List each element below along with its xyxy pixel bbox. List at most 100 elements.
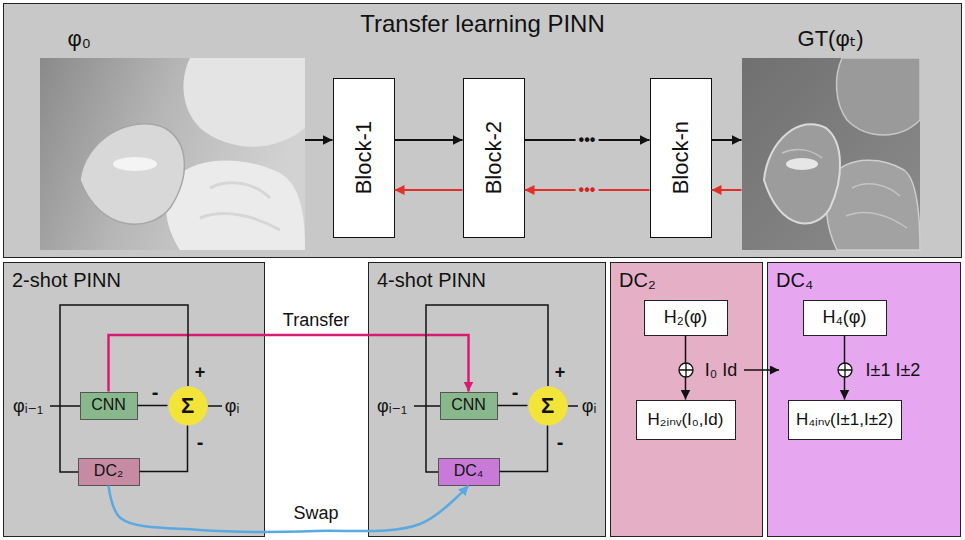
connector xyxy=(138,405,168,407)
panel-title: 4-shot PINN xyxy=(377,269,486,292)
connector xyxy=(498,405,528,407)
adder-cross xyxy=(838,363,852,377)
connector-label: ••• xyxy=(576,181,599,199)
seed-detail xyxy=(113,157,157,171)
operator-box: H₄ᵢₙᵥ(I±1,I±2) xyxy=(788,400,902,440)
sign-mark-text: + xyxy=(555,362,566,383)
box-label: DC₄ xyxy=(454,462,484,480)
adder-circle xyxy=(679,363,693,377)
measurement-name: I₀ Id xyxy=(705,360,737,381)
block-label: Block-1 xyxy=(351,121,376,194)
sum-node: Σ xyxy=(528,386,568,426)
dc-panel: DC₄ H₄(φ) H₄ᵢₙᵥ(I±1,I±2) xyxy=(767,262,961,537)
adder-cross xyxy=(679,363,693,377)
operator-box: H₄(φ) xyxy=(803,300,887,336)
signal-name-text: φᵢ xyxy=(225,396,240,417)
panel-title: DC₄ xyxy=(776,269,813,292)
sign-mark: - xyxy=(197,431,204,454)
ground-truth-image xyxy=(742,58,920,250)
operator-box: H₂(φ) xyxy=(644,300,728,336)
connector-label-text: ••• xyxy=(576,181,599,199)
sum-symbol: Σ xyxy=(181,393,194,418)
signal-name: φᵢ xyxy=(582,396,597,417)
signal-name-text: φᵢ₋₁ xyxy=(13,396,43,417)
sign-mark: - xyxy=(512,381,519,404)
operator-box: H₂ᵢₙᵥ(I₀,Id) xyxy=(636,400,736,440)
sign-mark-text: - xyxy=(197,431,204,454)
data-consistency-box: DC₂ xyxy=(78,458,140,486)
connector-label: Transfer xyxy=(280,310,352,331)
connector xyxy=(395,189,463,191)
connector xyxy=(712,139,742,141)
specimen-shape xyxy=(837,58,920,135)
output-wire xyxy=(208,405,222,407)
sum-circle xyxy=(168,386,207,425)
box-label: CNN xyxy=(451,396,486,414)
seed-detail xyxy=(786,158,818,170)
block-label: Block-n xyxy=(668,121,693,194)
connector xyxy=(500,426,548,472)
data-consistency-box: DC₄ xyxy=(438,458,500,486)
sign-mark-text: + xyxy=(195,362,206,383)
sign-mark: - xyxy=(557,431,564,454)
sign-mark: - xyxy=(152,381,159,404)
connector xyxy=(305,139,333,141)
connector xyxy=(109,486,469,532)
network-block: Block-1 xyxy=(333,78,395,238)
operator-label: H₂(φ) xyxy=(664,307,708,328)
network-block: Block-n xyxy=(650,78,712,238)
specimen-shape xyxy=(183,58,305,147)
image-ground xyxy=(40,58,305,250)
image-label: φ₀ xyxy=(68,26,91,51)
input-wire xyxy=(50,405,80,407)
measurement-name-text: I±1 I±2 xyxy=(866,360,921,381)
connector xyxy=(109,335,469,392)
signal-name-text: φᵢ₋₁ xyxy=(377,396,407,417)
input-phase-image xyxy=(40,58,305,250)
cnn-box: CNN xyxy=(440,392,498,420)
sign-mark: + xyxy=(555,362,566,383)
connector-label: Swap xyxy=(290,503,341,524)
measurement-name: I±1 I±2 xyxy=(866,360,921,381)
skip-wire xyxy=(426,305,548,406)
input-wire xyxy=(414,405,440,407)
connector-label-text: Transfer xyxy=(280,310,352,331)
panel-title: 2-shot PINN xyxy=(12,269,121,292)
operator-label: H₂ᵢₙᵥ(I₀,Id) xyxy=(648,410,724,430)
cnn-box: CNN xyxy=(80,392,138,420)
sum-circle xyxy=(528,386,567,425)
sign-mark-text: - xyxy=(152,381,159,404)
sum-symbol: Σ xyxy=(541,393,554,418)
connector-label: ••• xyxy=(576,131,599,149)
sign-mark-text: - xyxy=(557,431,564,454)
box-label: DC₂ xyxy=(94,462,123,480)
image-ground xyxy=(742,58,920,250)
signal-name: φᵢ₋₁ xyxy=(377,396,407,417)
operator-label: H₄ᵢₙᵥ(I±1,I±2) xyxy=(796,410,893,430)
adder-circle xyxy=(838,363,852,377)
texture-stroke xyxy=(782,149,907,228)
sum-node: Σ xyxy=(168,386,208,426)
block-label: Block-2 xyxy=(481,121,506,194)
skip-wire xyxy=(60,305,188,406)
texture-stroke xyxy=(200,183,280,230)
seed-shape xyxy=(764,124,840,223)
signal-wires xyxy=(50,305,779,472)
image-label: GT(φₜ) xyxy=(798,26,864,51)
input-wire xyxy=(426,406,438,472)
connector xyxy=(712,189,742,191)
connector xyxy=(395,139,463,141)
seed-shape xyxy=(80,124,184,224)
signal-name: φᵢ xyxy=(225,396,240,417)
signal-name: φᵢ₋₁ xyxy=(13,396,43,417)
connector xyxy=(140,426,188,472)
box-label: CNN xyxy=(91,396,126,414)
measurement-arrow xyxy=(744,369,779,371)
operator-label: H₄(φ) xyxy=(822,307,866,328)
sign-mark-text: - xyxy=(512,381,519,404)
dc-panel: DC₂H₂(φ)H₂ᵢₙᵥ(I₀,Id) xyxy=(610,262,763,537)
measurement-name-text: I₀ Id xyxy=(705,360,737,381)
input-wire xyxy=(60,406,78,472)
sign-mark: + xyxy=(195,362,206,383)
